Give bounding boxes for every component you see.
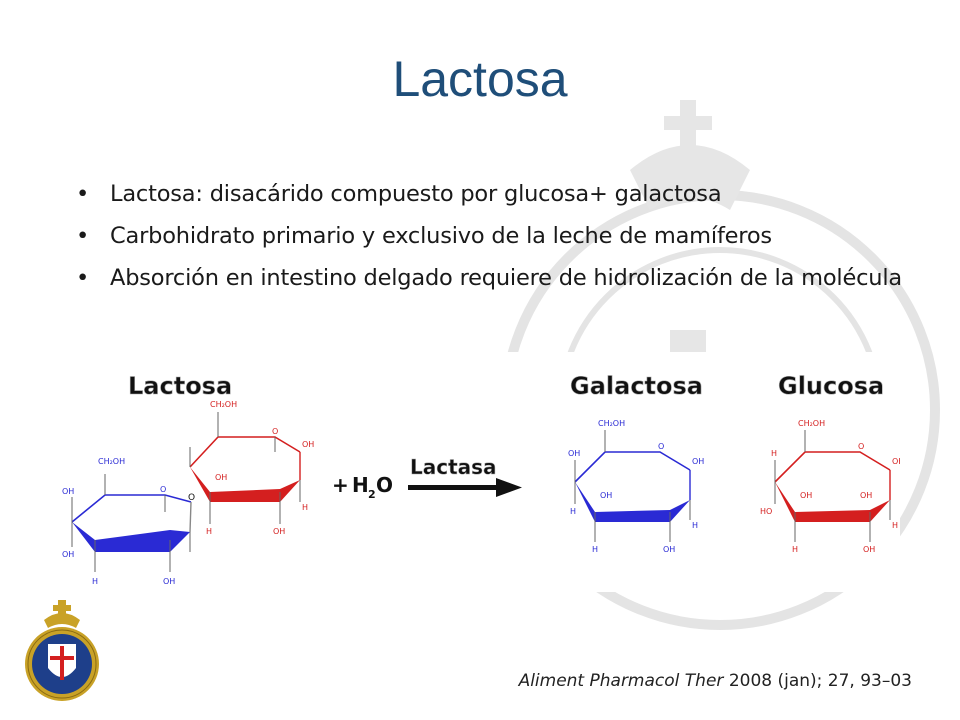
citation: Aliment Pharmacol Ther 2008 (jan); 27, 9… — [519, 671, 912, 691]
lactose-label: Lactosa — [128, 372, 232, 400]
glycosidic-oxygen-label: O — [188, 493, 195, 503]
lactose-glucose-ring: CH₂OH O OH H OH OH H — [189, 400, 314, 536]
lactose-galactose-ring: CH₂OH O OH OH H OH O — [62, 457, 195, 586]
reaction-arrow — [408, 478, 522, 497]
ch2oh-label: CH₂OH — [98, 457, 125, 466]
h-label: H — [892, 521, 898, 530]
enzyme-label: Lactasa — [410, 455, 497, 479]
oh-label: OH — [892, 457, 900, 466]
ch2oh-label: CH₂OH — [210, 400, 237, 409]
university-seal-logo — [25, 600, 99, 701]
water-o: O — [376, 473, 393, 497]
galactose-ring: CH₂OH O OH OH H OH H OH H — [568, 419, 704, 554]
oh-label: OH — [663, 545, 675, 554]
water-h: H — [352, 473, 369, 497]
oh-label: OH — [302, 440, 314, 449]
oh-label: OH — [860, 491, 872, 500]
water-subscript: 2 — [368, 488, 376, 501]
oh-label: OH — [62, 487, 74, 496]
oh-label: OH — [600, 491, 612, 500]
h-label: H — [692, 521, 698, 530]
h-label: H — [206, 527, 212, 536]
ring-oxygen-label: O — [272, 427, 278, 436]
ring-oxygen-label: O — [160, 485, 166, 494]
citation-journal: Aliment Pharmacol Ther — [518, 671, 724, 691]
ch2oh-label: CH₂OH — [798, 419, 825, 428]
h-label: H — [771, 449, 777, 458]
oh-label: OH — [800, 491, 812, 500]
ho-label: HO — [760, 507, 772, 516]
ring-oxygen-label: O — [858, 442, 864, 451]
glucose-label: Glucosa — [778, 372, 884, 400]
bullet-list: Lactosa: disacárido compuesto por glucos… — [70, 178, 930, 304]
h-label: H — [92, 577, 98, 586]
oh-label: OH — [863, 545, 875, 554]
lactose-hydrolysis-diagram: Lactosa Galactosa Glucosa CH₂OH O OH OH … — [60, 352, 900, 592]
oh-label: OH — [692, 457, 704, 466]
ch2oh-label: CH₂OH — [598, 419, 625, 428]
oh-label: OH — [215, 473, 227, 482]
oh-label: OH — [163, 577, 175, 586]
oh-label: OH — [273, 527, 285, 536]
slide-title: Lactosa — [392, 51, 568, 107]
glucose-ring: CH₂OH O OH H HO OH H OH OH H — [760, 419, 900, 554]
plus-sign: + — [332, 473, 349, 497]
bullet-item: Lactosa: disacárido compuesto por glucos… — [70, 178, 930, 210]
bullet-item: Absorción en intestino delgado requiere … — [70, 262, 930, 294]
bullet-item: Carbohidrato primario y exclusivo de la … — [70, 220, 930, 252]
oh-label: OH — [62, 550, 74, 559]
galactose-label: Galactosa — [570, 372, 703, 400]
ring-oxygen-label: O — [658, 442, 664, 451]
h-label: H — [592, 545, 598, 554]
oh-label: OH — [568, 449, 580, 458]
citation-details: 2008 (jan); 27, 93–03 — [728, 671, 912, 691]
h-label: H — [570, 507, 576, 516]
h-label: H — [792, 545, 798, 554]
h-label: H — [302, 503, 308, 512]
